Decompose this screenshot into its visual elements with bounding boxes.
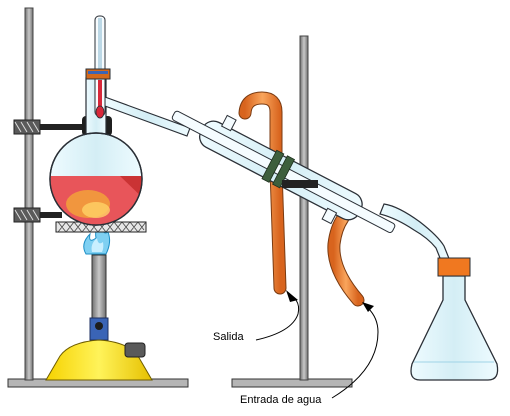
inlet-label: Entrada de agua (240, 394, 322, 406)
right-stand-base (231, 378, 353, 388)
receiving-flask (410, 257, 499, 381)
right-stand-clamp (282, 180, 318, 188)
flask-icon (49, 77, 191, 226)
left-stand-rod (24, 7, 34, 381)
burner-icon (45, 254, 153, 381)
burner-gas-knob (124, 342, 146, 358)
receiving-flask-stopper (437, 257, 471, 277)
burner-tube (91, 254, 107, 326)
outlet-label: Salida (213, 331, 244, 343)
burner-valve (95, 322, 103, 330)
right-stand-rod (299, 35, 309, 381)
thermometer-icon (85, 15, 111, 119)
arrow-icon (255, 290, 379, 399)
condenser-icon (171, 110, 396, 233)
wire-gauze (55, 221, 147, 233)
